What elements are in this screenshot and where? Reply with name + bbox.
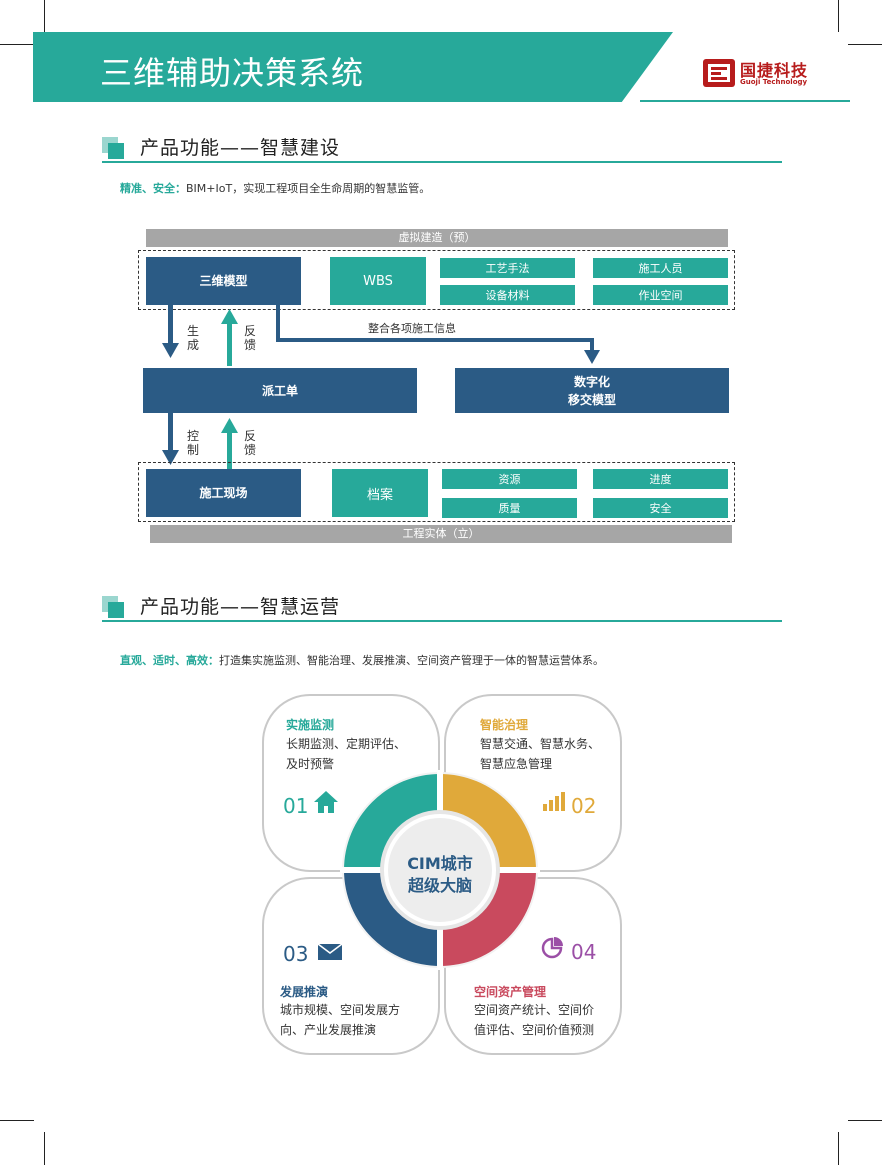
generate-label: 生成 (186, 324, 199, 352)
logo-subtitle: Guoji Technology (740, 78, 808, 86)
wbs-box: WBS (330, 257, 426, 305)
bottom-item: 进度 (593, 469, 728, 489)
3d-model-box: 三维模型 (146, 257, 301, 305)
mail-icon (317, 943, 343, 960)
center-line2: 超级大脑 (407, 876, 472, 895)
intro-keywords: 直观、适时、高效： (120, 654, 219, 667)
crop-mark (848, 44, 882, 45)
card-number: 03 (283, 942, 309, 966)
bottom-item: 质量 (442, 498, 577, 518)
virtual-dashed-group (138, 250, 735, 310)
top-item: 施工人员 (593, 258, 728, 278)
cim-center-label: CIM城市 超级大脑 (390, 853, 490, 897)
card-number: 02 (571, 794, 597, 818)
top-item: 作业空间 (593, 285, 728, 305)
section-title: 产品功能——智慧建设 (140, 137, 341, 159)
card-desc: 长期监测、定期评估、 及时预警 (286, 734, 406, 774)
card-desc-line: 向、产业发展推演 (280, 1023, 377, 1037)
card-title: 发展推演 (280, 985, 329, 999)
digital-line1: 数字化 (573, 374, 610, 389)
section-rule (102, 161, 782, 163)
crop-mark (0, 44, 34, 45)
section-title: 产品功能——智慧运营 (140, 596, 341, 618)
crop-mark (0, 1120, 34, 1121)
home-icon (314, 791, 338, 813)
card-title: 智能治理 (480, 718, 529, 732)
crop-mark (44, 0, 45, 32)
card-title: 空间资产管理 (474, 985, 547, 999)
card-desc-line: 长期监测、定期评估、 (286, 737, 407, 751)
top-item: 工艺手法 (440, 258, 575, 278)
top-item: 设备材料 (440, 285, 575, 305)
pie-chart-icon (541, 937, 563, 959)
section-icon (108, 143, 124, 159)
cim-ring (340, 770, 540, 970)
crop-mark (848, 1120, 882, 1121)
virtual-construction-bar: 虚拟建造（预） (146, 229, 728, 247)
header-rule (640, 100, 850, 102)
page-title: 三维辅助决策系统 (100, 54, 365, 92)
crop-mark (838, 0, 839, 32)
feedback-label: 反馈 (243, 324, 256, 352)
digital-line2: 移交模型 (567, 392, 616, 407)
card-desc-line: 智慧交通、智慧水务、 (480, 737, 601, 751)
logo-text: 国捷科技 (740, 61, 809, 80)
header-banner (33, 32, 673, 102)
logo-icon (703, 59, 735, 87)
card-desc-line: 智慧应急管理 (480, 757, 553, 771)
intro-keywords: 精准、安全： (120, 182, 186, 195)
card-title: 实施监测 (286, 718, 335, 732)
site-dashed-group (138, 462, 735, 522)
section-intro: 直观、适时、高效：打造集实施监测、智能治理、发展推演、空间资产管理于一体的智慧运… (120, 652, 604, 668)
intro-text: 打造集实施监测、智能治理、发展推演、空间资产管理于一体的智慧运营体系。 (219, 654, 604, 667)
intro-text: BIM+IoT，实现工程项目全生命周期的智慧监管。 (186, 182, 431, 195)
diagram-arrows (162, 305, 600, 469)
bottom-item: 安全 (593, 498, 728, 518)
feedback-label-2: 反馈 (243, 429, 256, 457)
card-number: 04 (571, 940, 597, 964)
control-label: 控制 (186, 429, 199, 457)
construction-site-box: 施工现场 (146, 469, 301, 517)
center-line1: CIM城市 (407, 854, 473, 873)
section-intro: 精准、安全：BIM+IoT，实现工程项目全生命周期的智慧监管。 (120, 180, 430, 196)
card-desc-line: 空间资产统计、空间价 (474, 1003, 595, 1017)
archive-box: 档案 (332, 469, 428, 517)
card-desc: 空间资产统计、空间价 值评估、空间价值预测 (474, 1000, 594, 1040)
integrate-label: 整合各项施工信息 (368, 322, 456, 335)
section-rule (102, 620, 782, 622)
dispatch-box: 派工单 (143, 368, 417, 413)
card-desc: 智慧交通、智慧水务、 智慧应急管理 (480, 734, 600, 774)
crop-mark (838, 1132, 839, 1165)
card-desc-line: 及时预警 (286, 757, 335, 771)
bottom-item: 资源 (442, 469, 577, 489)
physical-project-bar: 工程实体（立） (150, 525, 732, 543)
card-desc-line: 城市规模、空间发展方 (280, 1003, 401, 1017)
card-desc: 城市规模、空间发展方 向、产业发展推演 (280, 1000, 400, 1040)
card-desc-line: 值评估、空间价值预测 (474, 1023, 595, 1037)
bar-chart-icon (543, 792, 565, 811)
digital-handover-box: 数字化 移交模型 (455, 368, 729, 413)
section-icon (108, 602, 124, 618)
card-number: 01 (283, 794, 309, 818)
crop-mark (44, 1132, 45, 1165)
